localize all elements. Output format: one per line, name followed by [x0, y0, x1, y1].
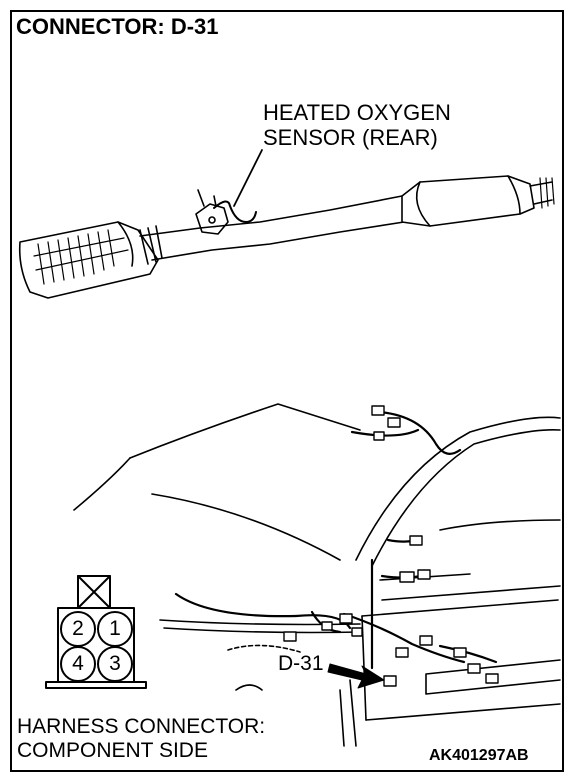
- door-sill: [361, 599, 559, 617]
- connector-pin-2: 2: [60, 611, 96, 647]
- callout-arrow: [327, 663, 385, 689]
- sensor-leader-line: [233, 149, 263, 207]
- exhaust-system: [18, 175, 555, 299]
- sensor-label-line2: SENSOR (REAR): [263, 125, 438, 150]
- a-pillar: [355, 416, 561, 561]
- connector-pin-4: 4: [60, 646, 96, 682]
- connector-pin-1: 1: [97, 611, 133, 647]
- figure-code: AK401297AB: [429, 747, 529, 764]
- sensor-label-line1: HEATED OXYGEN: [263, 100, 451, 125]
- harness-label-line2: COMPONENT SIDE: [17, 739, 208, 762]
- sensor-bracket: [195, 203, 229, 235]
- diagram-title: CONNECTOR: D-31: [16, 14, 219, 39]
- muffler: [401, 175, 535, 227]
- exhaust-pipe: [139, 195, 403, 237]
- connector-callout-label: D-31: [278, 652, 324, 675]
- catalytic-converter: [18, 221, 159, 299]
- vehicle-body: [73, 403, 561, 747]
- hood-outline: [129, 403, 361, 459]
- wiring-harness: [174, 410, 498, 670]
- harness-label-line1: HARNESS CONNECTOR:: [17, 715, 266, 738]
- sensor-wire: [213, 200, 257, 223]
- harness-connectors: [283, 405, 499, 687]
- connector-pin-3: 3: [97, 646, 133, 682]
